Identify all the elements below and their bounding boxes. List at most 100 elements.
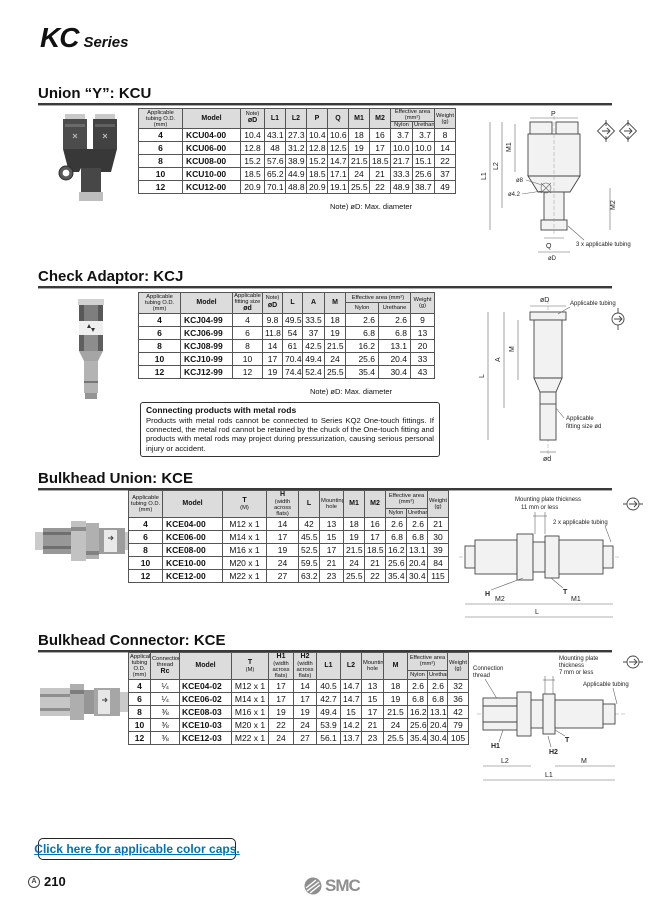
col-header-model: Model [162, 489, 223, 519]
table-cell: 30.4 [378, 364, 411, 379]
table-cell: 2.6 [407, 679, 428, 694]
table-cell: 8 [128, 705, 151, 720]
table-cell: 20.4 [406, 556, 428, 571]
table-cell: 16 [364, 517, 386, 532]
col-header-m2: M2 [369, 107, 391, 130]
col-header-m: M [324, 292, 346, 314]
table-cell: 17 [266, 530, 299, 545]
col-header-t: T(M) [222, 489, 267, 519]
table-cell: 21.5 [383, 705, 408, 720]
col-header-weight: Weight (g) [447, 651, 469, 681]
table-cell: KCU04-00 [182, 128, 241, 143]
table-cell: 23 [361, 731, 384, 746]
table-cell: 21 [364, 556, 386, 571]
table-cell: 8 [434, 128, 456, 143]
table-cell: 18 [348, 128, 370, 143]
table-cell: 3.7 [412, 128, 435, 143]
table-cell: KCE04-00 [162, 517, 223, 532]
table-cell: 12.8 [240, 141, 265, 156]
kcj-spec-table: Applicable tubing O.D. (mm) Model Applic… [138, 291, 435, 379]
table-cell: 19 [324, 325, 346, 340]
svg-text:11 mm or less: 11 mm or less [521, 505, 558, 511]
table-cell: KCU12-00 [182, 180, 241, 195]
col-header-weight: Weight (g) [410, 292, 435, 314]
table-cell: M14 x 1 [222, 530, 267, 545]
table-cell: 10.4 [306, 128, 328, 143]
series-word: Series [83, 34, 129, 51]
table-cell: 20.4 [378, 351, 411, 366]
table-cell: 11.8 [262, 325, 283, 340]
color-caps-link-label[interactable]: Click here for applicable color caps. [34, 842, 240, 856]
table-cell: 14.7 [327, 154, 349, 169]
table-cell: 16.2 [385, 543, 407, 558]
smc-logo-text: SMC [325, 876, 361, 895]
table-cell: ¼ [150, 692, 180, 707]
section-heading-kce-connector: Bulkhead Connector: KCE [38, 632, 226, 649]
table-cell: M14 x 1 [231, 692, 269, 707]
svg-text:L2: L2 [501, 758, 509, 765]
warning-body: Products with metal rods cannot be conne… [146, 415, 434, 453]
svg-text:Applicable: Applicable [566, 416, 594, 422]
table-cell: 49.4 [302, 351, 325, 366]
table-cell: 49.5 [282, 312, 303, 327]
table-cell: 25.5 [324, 364, 346, 379]
kce-connector-spec-table: Applicable tubing O.D. (mm) Connection t… [128, 651, 469, 746]
table-cell: 70.1 [264, 180, 286, 195]
table-cell: 24 [293, 718, 317, 733]
table-cell: 19 [262, 364, 283, 379]
table-cell: 25.6 [345, 351, 379, 366]
warning-box: Connecting products with metal rods Prod… [140, 402, 440, 457]
table-cell: 52.4 [302, 364, 325, 379]
table-cell: ⅜ [150, 718, 180, 733]
table-cell: 22 [369, 180, 391, 195]
col-header-tubing: Applicable tubing O.D. (mm) [138, 292, 181, 314]
table-cell: 18 [324, 312, 346, 327]
table-cell: 12 [232, 364, 263, 379]
table-cell: 21 [369, 167, 391, 182]
table-cell: 4 [128, 679, 151, 694]
circled-a-mark: A [28, 875, 40, 888]
table-cell: 24 [348, 167, 370, 182]
svg-text:7 mm or less: 7 mm or less [559, 670, 593, 676]
table-cell: KCE08-00 [162, 543, 223, 558]
table-cell: 18.5 [369, 154, 391, 169]
table-cell: 37 [302, 325, 325, 340]
table-cell: 15 [319, 530, 344, 545]
table-cell: 10 [138, 351, 181, 366]
kcj-table-note: Note) øD: Max. diameter [310, 387, 393, 396]
table-cell: 17 [369, 141, 391, 156]
table-cell: 19 [348, 141, 370, 156]
table-cell: 8 [138, 154, 183, 169]
col-header-model: Model [182, 107, 241, 130]
svg-text:øD: øD [540, 297, 549, 304]
color-caps-link[interactable]: Click here for applicable color caps. [34, 838, 240, 860]
table-cell: 27 [293, 731, 317, 746]
table-cell: M12 x 1 [222, 517, 267, 532]
svg-text:H1: H1 [491, 743, 500, 750]
table-cell: KCE06-00 [162, 530, 223, 545]
check-valve-symbol [623, 655, 643, 669]
table-cell: 14 [293, 679, 317, 694]
section-rule [38, 286, 612, 289]
table-cell: M22 x 1 [222, 569, 267, 584]
table-cell: 24 [266, 556, 299, 571]
table-cell: 27.3 [285, 128, 307, 143]
svg-text:P: P [551, 111, 556, 118]
table-cell: 14.7 [340, 692, 362, 707]
svg-text:T: T [565, 737, 570, 744]
check-valve-symbol [611, 308, 625, 330]
col-header-od: Note)øD [240, 107, 265, 130]
table-cell: 8 [128, 543, 163, 558]
table-cell: 48.9 [390, 180, 413, 195]
col-header-od: Note)øD [262, 292, 283, 314]
